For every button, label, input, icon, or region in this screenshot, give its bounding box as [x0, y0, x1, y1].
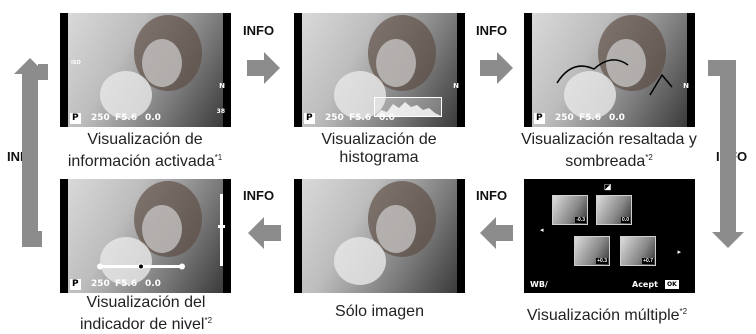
- photo: [68, 13, 223, 127]
- caption-text: Visualización múltiple: [526, 307, 680, 324]
- info-label: INFO: [243, 23, 275, 38]
- sidebar-left-icon: ISO: [71, 60, 81, 66]
- photo-illustration: [334, 181, 436, 285]
- arrow-right-icon: [480, 52, 513, 84]
- panel-info-display: ISO N 38 P 250 F5.6 0.0: [60, 13, 231, 127]
- panel-histogram: N P 250 F5.6 0.0: [294, 13, 465, 127]
- arrow-left-icon: [480, 217, 513, 249]
- aperture-value: F5.6: [579, 113, 602, 123]
- caption-image-only: Sólo imagen: [294, 303, 465, 321]
- histogram: [374, 97, 442, 117]
- info-label: INFO: [476, 23, 508, 38]
- sidebar-right-icon: N: [683, 82, 689, 90]
- ev-value: 0.0: [145, 113, 161, 123]
- shutter-value: 250: [91, 113, 110, 123]
- mode-badge: P: [70, 113, 81, 124]
- sidebar-right-icon: N: [453, 82, 459, 90]
- photo-illustration: [334, 15, 436, 119]
- panel-level-gauge: P 250 F5.6 0.0: [60, 179, 231, 293]
- ev-value: 0.0: [145, 279, 161, 289]
- loop-arrow-left-stub: [38, 64, 48, 80]
- photo: [68, 179, 223, 293]
- panel-multi-view: ◪ ◂ ▸ -0.3 0.0 +0.3 +0.7 WB/ Acept OK: [524, 179, 695, 293]
- shutter-value: 250: [555, 113, 574, 123]
- aperture-value: F5.6: [115, 279, 138, 289]
- info-label-side: INFO: [7, 149, 39, 164]
- wb-label: WB/: [530, 280, 548, 289]
- mode-badge: P: [304, 113, 315, 124]
- photo: [302, 179, 457, 293]
- photo-illustration: [100, 15, 202, 119]
- level-indicator: [97, 194, 225, 270]
- photo: [532, 13, 687, 127]
- photo: [302, 13, 457, 127]
- histogram-curve: [375, 102, 441, 116]
- frame-count: 38: [216, 108, 225, 115]
- info-label: INFO: [243, 188, 275, 203]
- aperture-value: F5.6: [115, 113, 138, 123]
- thumbnail: 0.0: [596, 195, 632, 225]
- chevron-left-icon: ◂: [540, 226, 544, 234]
- caption-multi-view: Visualización múltiple*2: [526, 307, 688, 324]
- panel-image-only: [294, 179, 465, 293]
- info-label: INFO: [476, 188, 508, 203]
- thumbnail: +0.3: [574, 236, 610, 266]
- ok-badge: OK: [665, 280, 679, 289]
- thumbnail: -0.3: [552, 195, 588, 225]
- shutter-value: 250: [91, 279, 110, 289]
- ev-value: 0.0: [379, 113, 395, 123]
- shutter-value: 250: [325, 113, 344, 123]
- photo-illustration: [100, 181, 202, 285]
- info-label-side: INFO: [716, 149, 748, 164]
- ev-value: 0.0: [609, 113, 625, 123]
- aperture-value: F5.6: [349, 113, 372, 123]
- mode-badge: P: [70, 279, 81, 290]
- sidebar-right-icon: N: [219, 82, 225, 90]
- mode-badge: P: [534, 113, 545, 124]
- chevron-right-icon: ▸: [677, 248, 681, 256]
- accept-label: Acept: [632, 280, 658, 289]
- panel-highlight-shadow: N P 250 F5.6 0.0: [524, 13, 695, 127]
- arrow-left-icon: [248, 217, 281, 249]
- thumbnail: +0.7: [620, 236, 656, 266]
- exposure-icon: ◪: [604, 182, 612, 191]
- caption-text: Sólo imagen: [335, 303, 424, 320]
- photo-illustration: [556, 15, 673, 119]
- arrow-right-icon: [247, 52, 280, 84]
